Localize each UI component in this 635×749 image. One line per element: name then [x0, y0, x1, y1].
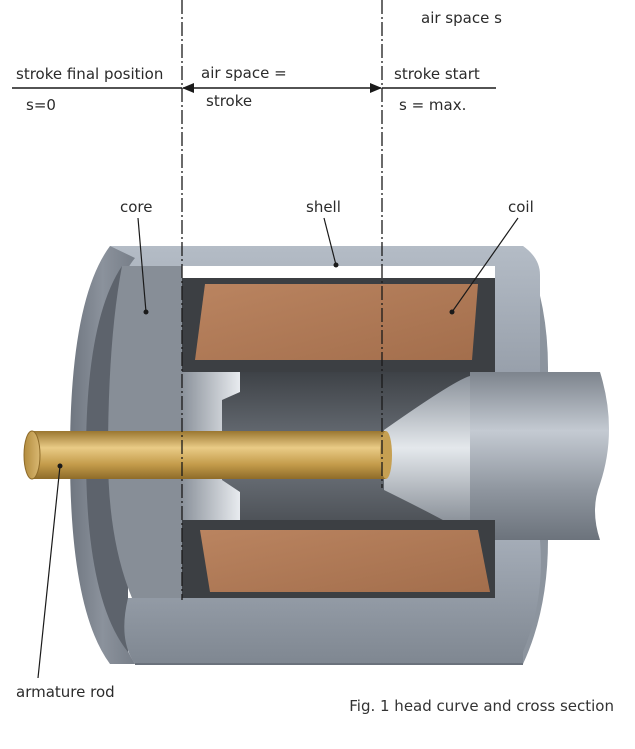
core-leader	[137, 217, 147, 313]
label-stroke: stroke	[206, 92, 252, 110]
leader-lines	[37, 217, 519, 679]
shell-bottom	[124, 540, 541, 664]
label-stroke-final-position: stroke final position	[16, 65, 163, 83]
shell-front-rim	[70, 246, 135, 664]
armature-rod-body	[30, 431, 386, 479]
label-coil: coil	[508, 198, 534, 216]
plunger-cone	[384, 376, 470, 536]
lower-coil	[200, 530, 490, 592]
solenoid-body	[23, 246, 609, 665]
shell-leader-dot	[333, 262, 339, 268]
label-shell: shell	[306, 198, 341, 216]
armature-rod-left-end	[23, 430, 41, 480]
figure-caption: Fig. 1 head curve and cross section	[349, 697, 614, 715]
label-s-zero: s=0	[26, 96, 56, 114]
coil-leader	[451, 217, 519, 313]
shell-top	[110, 246, 540, 372]
label-s-max: s = max.	[399, 96, 466, 114]
armature-rod-leader-dot	[57, 463, 63, 469]
upper-coil	[195, 284, 478, 360]
labels: air space s stroke final position s=0 ai…	[16, 9, 614, 715]
plunger-body	[470, 372, 609, 540]
reference-lines	[12, 0, 496, 600]
label-air-space-s: air space s	[421, 9, 502, 27]
armature-rod-leader	[37, 465, 61, 679]
label-core: core	[120, 198, 153, 216]
core-leader-dot	[143, 309, 149, 315]
coil-leader-dot	[449, 309, 455, 315]
label-armature-rod: armature rod	[16, 683, 115, 701]
shell-leader	[323, 217, 337, 266]
armature-rod-right-end	[380, 431, 392, 479]
label-air-space-eq: air space =	[201, 64, 287, 82]
label-stroke-start: stroke start	[394, 65, 480, 83]
